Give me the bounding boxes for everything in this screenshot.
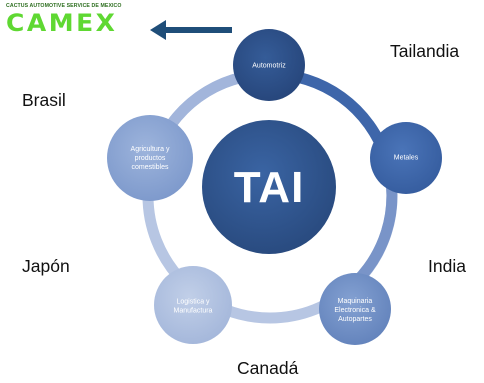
country-canada: Canadá	[237, 358, 299, 378]
node-automotriz	[233, 29, 305, 101]
country-india: India	[428, 256, 466, 276]
node-label-agricultura: Agricultura y productos comestibles	[130, 145, 170, 171]
camex-logo: CACTUS AUTOMOTIVE SERVICE DE MEXICO CAME…	[6, 3, 146, 43]
logo-tagline: CACTUS AUTOMOTIVE SERVICE DE MEXICO	[6, 3, 122, 9]
center-label: TAI	[233, 163, 305, 212]
node-logistica	[154, 266, 232, 344]
logo-wordmark: CAMEX	[6, 9, 118, 37]
country-tailandia: Tailandia	[390, 41, 460, 61]
node-label-metales: Metales	[393, 154, 419, 162]
center-circle	[202, 120, 336, 254]
country-japon: Japón	[22, 256, 70, 276]
node-maquinaria	[319, 273, 391, 345]
node-label-logistica: Logistica y Manufactura	[173, 298, 213, 314]
node-label-maquinaria: Maquinaria Electronica & Autopartes	[334, 297, 376, 323]
country-brasil: Brasil	[22, 90, 66, 110]
node-label-automotriz: Automotriz	[252, 62, 286, 70]
node-metales	[370, 122, 442, 194]
arrow-head	[150, 20, 166, 40]
node-agricultura	[107, 115, 193, 201]
